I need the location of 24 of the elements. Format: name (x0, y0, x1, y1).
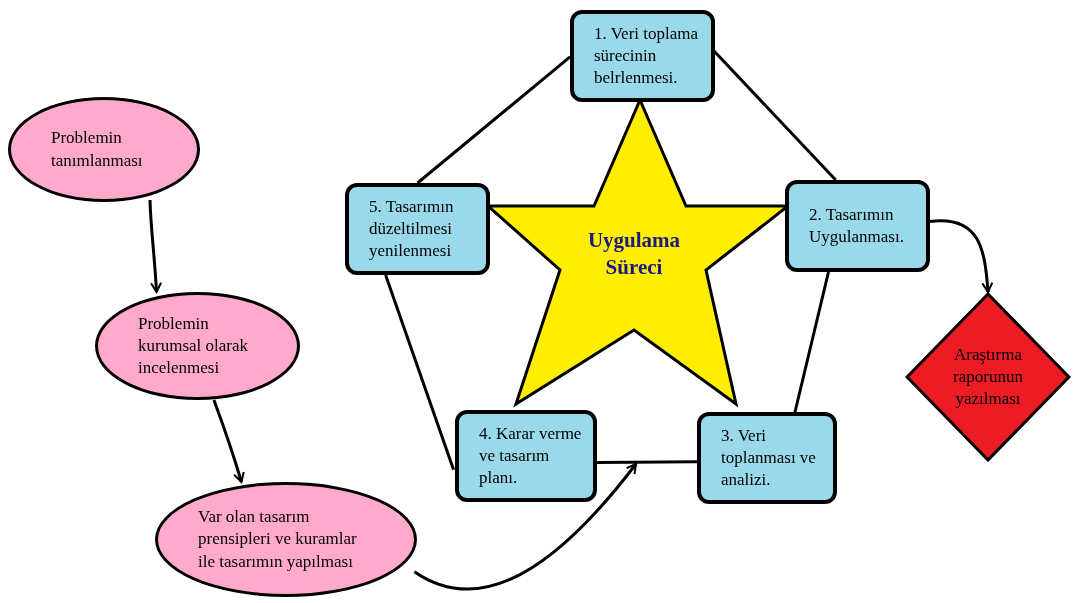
node-label: 4. Karar verme ve tasarım planı. (478, 422, 583, 490)
process-box (785, 180, 930, 272)
node-label: 5. Tasarımın düzeltilmesi yenilenmesi (368, 195, 455, 263)
node-label: 3. Veri toplanması ve analizi. (720, 424, 817, 492)
node-label: Problemin kurumsal olarak incelenmesi (137, 312, 249, 380)
node-label: Uygulama Süreci (586, 226, 682, 281)
connector-line (793, 271, 830, 413)
arrow (929, 219, 994, 293)
decision-diamond (905, 292, 1071, 462)
arrow (212, 399, 245, 483)
node-label: Araştırma raporunun yazılması (952, 343, 1024, 411)
connector-line (597, 460, 697, 464)
node-label: 2. Tasarımın Uygulanması. (808, 203, 905, 248)
arrow (413, 463, 638, 591)
arrow (148, 199, 162, 293)
node-label: Problemin tanımlanması (50, 127, 144, 172)
process-box (697, 412, 837, 504)
node-label: 1. Veri toplama sürecinin belrlenmesi. (593, 22, 700, 90)
process-box (345, 183, 490, 275)
process-box (455, 410, 597, 502)
connector-line (384, 274, 455, 471)
process-box (570, 10, 715, 102)
connector-line (416, 55, 571, 185)
node-label: Var olan tasarım prensipleri ve kuramlar ile tasarımın yapılması (197, 506, 358, 573)
